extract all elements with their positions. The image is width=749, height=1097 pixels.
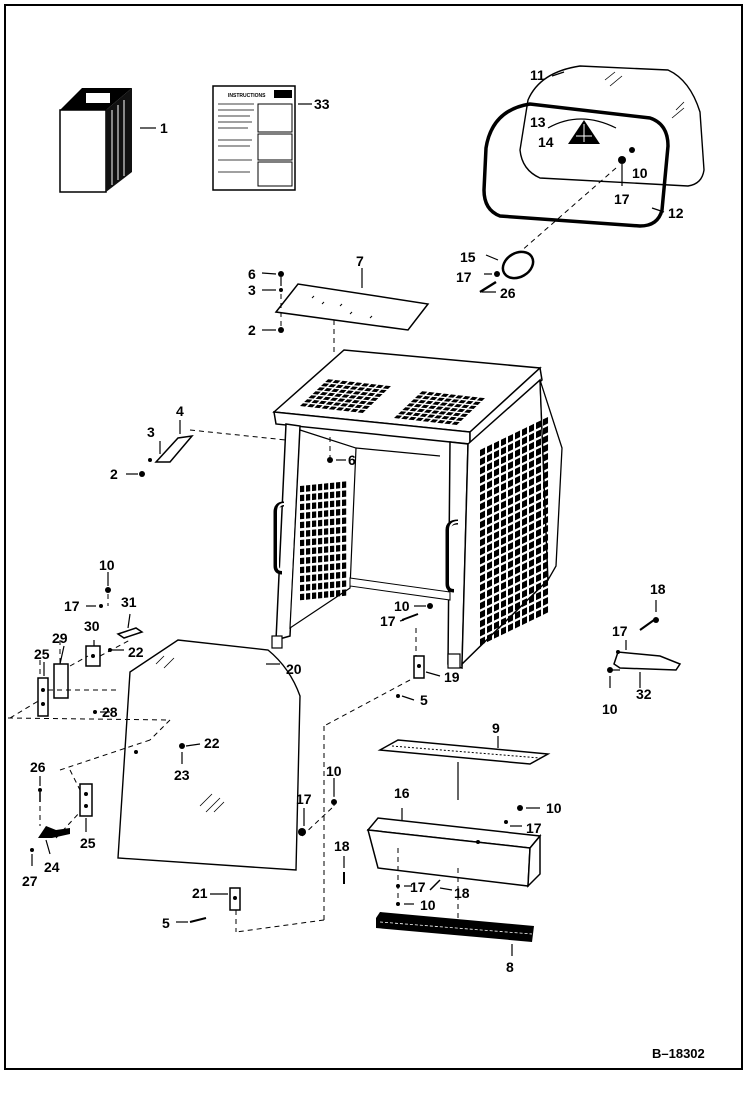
door-hinge-assembly: [37, 587, 144, 717]
latch-handle-part-15: [479, 250, 535, 294]
label-part-28: 28: [102, 704, 118, 720]
leader-lines: [31, 272, 620, 923]
label-part-14: 14: [538, 134, 554, 150]
label-part-17b: 17: [456, 269, 472, 285]
label-part-26b: 26: [30, 759, 46, 775]
label-part-17g: 17: [526, 820, 542, 836]
label-part-1: 1: [160, 120, 168, 136]
door-hinge-right: [396, 603, 433, 698]
door-latch-assembly: [30, 743, 185, 852]
label-part-10b: 10: [99, 557, 115, 573]
weather-strip-part-8: [376, 912, 534, 942]
label-part-21: 21: [192, 885, 208, 901]
label-part-25b: 25: [80, 835, 96, 851]
label-part-31: 31: [121, 594, 137, 610]
label-part-23: 23: [174, 767, 190, 783]
window-latch-part-13: [547, 118, 617, 144]
label-part-29: 29: [52, 630, 68, 646]
instruction-sheet-part-33: INSTRUCTIONS: [212, 85, 296, 191]
label-part-4: 4: [176, 403, 184, 419]
label-part-13: 13: [530, 114, 546, 130]
side-screen-left: [300, 481, 347, 601]
label-part-17h: 17: [410, 879, 426, 895]
label-part-6b: 6: [348, 452, 356, 468]
label-part-10e: 10: [602, 701, 618, 717]
label-part-5b: 5: [162, 915, 170, 931]
part-number-labels: 1 33 11 13 14 10 17 12 15 17 26 7 6 3 2 …: [22, 67, 705, 1061]
label-part-3b: 3: [147, 424, 155, 440]
label-part-10f: 10: [546, 800, 562, 816]
label-part-10a: 10: [632, 165, 648, 181]
label-part-20: 20: [286, 661, 302, 677]
window-seal-part-12: [482, 102, 670, 228]
label-part-26a: 26: [500, 285, 516, 301]
label-part-18a: 18: [650, 581, 666, 597]
manual-box-part-1: [59, 88, 132, 193]
label-part-17e: 17: [296, 791, 312, 807]
roof-screen-right: [394, 391, 485, 425]
diagram-frame: [4, 4, 743, 1070]
label-part-8: 8: [506, 959, 514, 975]
label-part-10d: 10: [326, 763, 342, 779]
label-part-5a: 5: [420, 692, 428, 708]
manual-title: INSTRUCTIONS: [228, 93, 266, 99]
label-part-12: 12: [668, 205, 684, 221]
front-door-part-20: [117, 639, 301, 871]
label-part-17d: 17: [380, 613, 396, 629]
label-part-17c: 17: [64, 598, 80, 614]
label-part-19: 19: [444, 669, 460, 685]
label-part-27: 27: [22, 873, 38, 889]
bottom-sill-part-16: [366, 805, 542, 888]
label-part-3a: 3: [248, 282, 256, 298]
label-part-33: 33: [314, 96, 330, 112]
label-part-2a: 2: [248, 322, 256, 338]
label-part-10c: 10: [394, 598, 410, 614]
label-part-25a: 25: [34, 646, 50, 662]
figure-reference: B–18302: [652, 1046, 705, 1061]
label-part-30: 30: [84, 618, 100, 634]
cab-frame: [271, 349, 563, 669]
label-part-32: 32: [636, 686, 652, 702]
label-part-11: 11: [530, 67, 545, 83]
label-part-24: 24: [44, 859, 60, 875]
label-part-7: 7: [356, 253, 364, 269]
label-part-6a: 6: [248, 266, 256, 282]
label-part-18b: 18: [334, 838, 350, 854]
label-part-17a: 17: [614, 191, 630, 207]
label-part-17f: 17: [612, 623, 628, 639]
side-bracket-part-32: [607, 617, 682, 673]
top-plate-part-7: [274, 283, 430, 331]
label-part-18c: 18: [454, 885, 470, 901]
label-part-16: 16: [394, 785, 410, 801]
label-part-22b: 22: [204, 735, 220, 751]
label-part-9: 9: [492, 720, 500, 736]
side-screen-right: [480, 416, 549, 646]
bracket-part-4: [154, 434, 194, 463]
label-part-2b: 2: [110, 466, 118, 482]
label-part-15: 15: [460, 249, 476, 265]
label-part-10g: 10: [420, 897, 436, 913]
roof-screen-left: [300, 379, 391, 413]
label-part-22a: 22: [128, 644, 144, 660]
